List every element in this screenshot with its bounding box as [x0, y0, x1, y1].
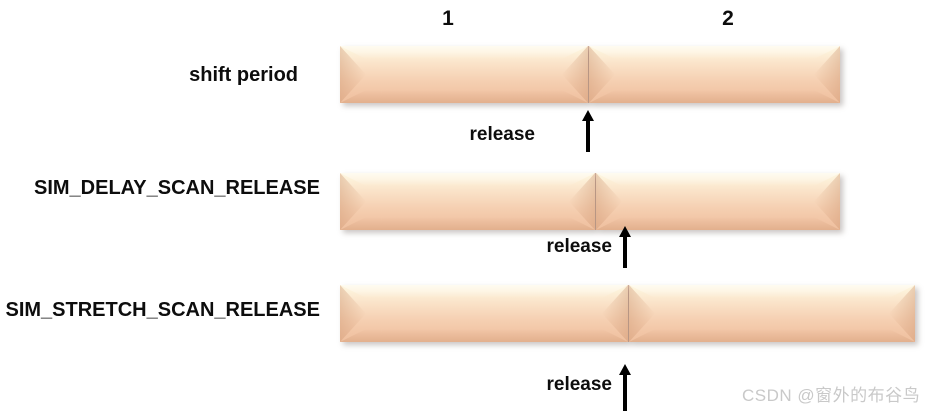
- bevel-right-facet-icon: [889, 285, 915, 342]
- bevel-right-facet-icon: [602, 285, 628, 342]
- bevel-left-facet-icon: [340, 285, 366, 342]
- bar-segment-period-2: [589, 46, 840, 103]
- release-arrow-sim-delay-scan-release: [617, 226, 633, 268]
- bevel-left-facet-icon: [629, 285, 655, 342]
- bevel-bottom-facet-icon: [340, 90, 588, 103]
- timeline-bar-sim-stretch-scan-release: [340, 285, 915, 342]
- bevel-bottom-facet-icon: [629, 329, 915, 342]
- bevel-top-facet-icon: [629, 285, 915, 298]
- period-number-2: 2: [722, 7, 734, 30]
- bevel-top-facet-icon: [596, 173, 840, 186]
- bevel-top-facet-icon: [340, 46, 588, 59]
- bevel-bottom-facet-icon: [589, 90, 840, 103]
- bar-segment-period-1: [340, 46, 588, 103]
- timeline-bar-shift-period: [340, 46, 840, 103]
- release-arrow-sim-stretch-scan-release: [617, 364, 633, 411]
- row-label-sim-delay-scan-release: SIM_DELAY_SCAN_RELEASE: [33, 177, 320, 199]
- release-label-shift-period: release: [469, 124, 535, 145]
- bar-divider-sim-delay-scan-release: [595, 173, 596, 230]
- bevel-bottom-facet-icon: [340, 329, 628, 342]
- bevel-bottom-facet-icon: [340, 217, 595, 230]
- bevel-right-facet-icon: [562, 46, 588, 103]
- bar-divider-shift-period: [588, 46, 589, 103]
- release-label-sim-stretch-scan-release: release: [546, 374, 612, 395]
- bevel-right-facet-icon: [814, 46, 840, 103]
- bevel-top-facet-icon: [589, 46, 840, 59]
- bar-divider-sim-stretch-scan-release: [628, 285, 629, 342]
- bar-segment-period-1: [340, 173, 595, 230]
- bevel-left-facet-icon: [340, 46, 366, 103]
- bevel-top-facet-icon: [340, 173, 595, 186]
- row-label-sim-stretch-scan-release: SIM_STRETCH_SCAN_RELEASE: [5, 299, 320, 321]
- period-number-1: 1: [442, 7, 454, 30]
- bar-segment-period-2: [629, 285, 915, 342]
- row-label-shift-period: shift period: [189, 64, 298, 86]
- csdn-watermark: CSDN @窗外的布谷鸟: [742, 386, 921, 405]
- bevel-right-facet-icon: [569, 173, 595, 230]
- bevel-top-facet-icon: [340, 285, 628, 298]
- bevel-right-facet-icon: [814, 173, 840, 230]
- release-label-sim-delay-scan-release: release: [546, 236, 612, 257]
- bevel-left-facet-icon: [596, 173, 622, 230]
- bevel-left-facet-icon: [589, 46, 615, 103]
- release-arrow-shift-period: [580, 110, 596, 152]
- bar-segment-period-2: [596, 173, 840, 230]
- bar-segment-period-1: [340, 285, 628, 342]
- bevel-left-facet-icon: [340, 173, 366, 230]
- timeline-bar-sim-delay-scan-release: [340, 173, 840, 230]
